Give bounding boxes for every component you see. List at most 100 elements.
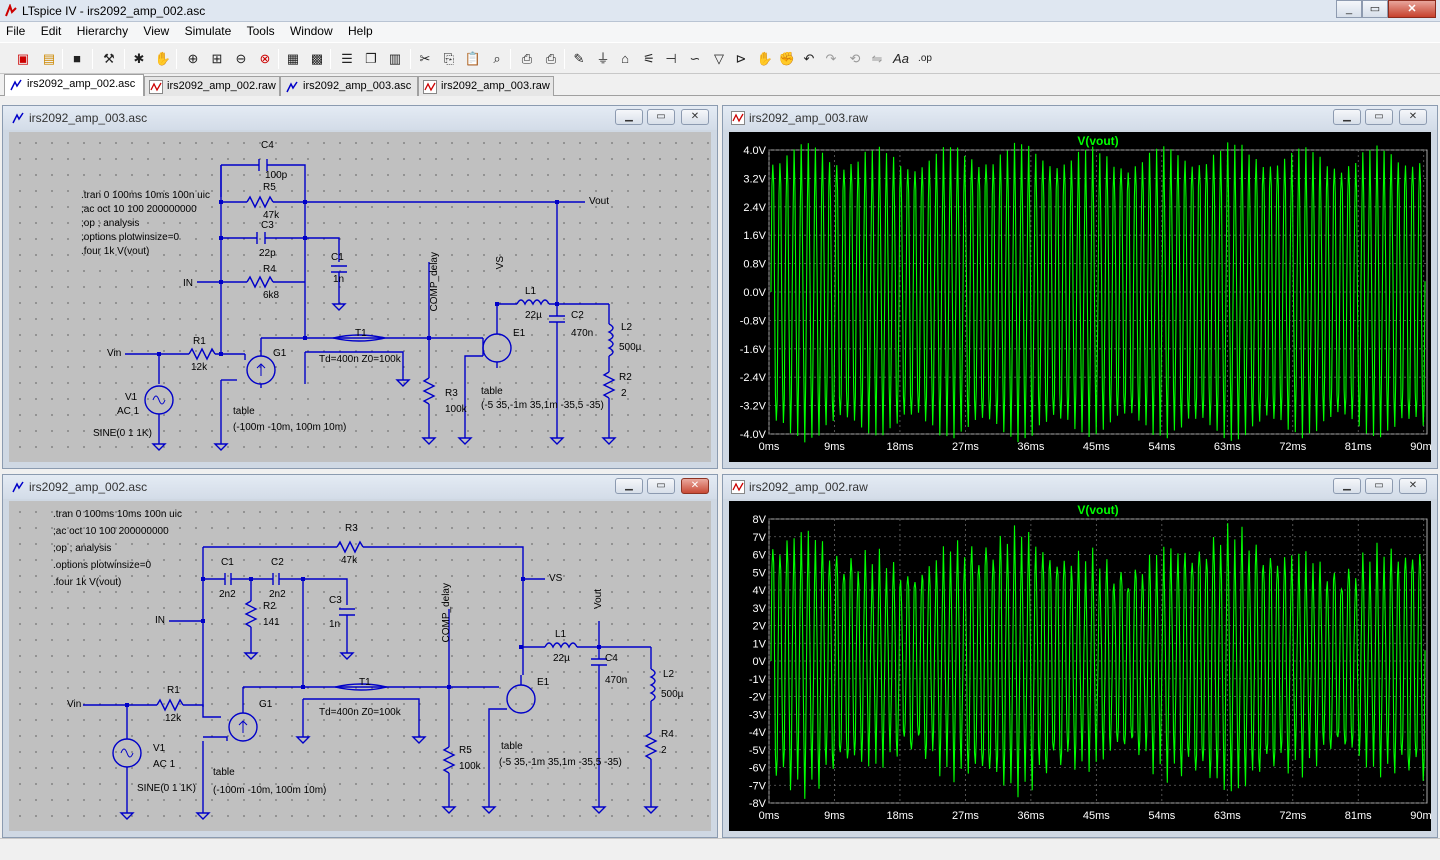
net-in-label[interactable]: IN — [183, 278, 193, 289]
rotate-icon[interactable]: ⟲ — [849, 51, 861, 66]
e1-label[interactable]: E1 — [537, 677, 550, 688]
e1-table-label[interactable]: table — [481, 386, 503, 397]
open-icon[interactable]: ▤ — [42, 51, 56, 66]
control-panel-icon[interactable]: ⚒ — [103, 51, 115, 66]
r4-label[interactable]: R4 — [661, 729, 674, 740]
l1-value[interactable]: 22µ — [553, 653, 570, 664]
close-button[interactable]: ✕ — [1399, 478, 1427, 494]
r4-label[interactable]: R4 — [263, 264, 276, 275]
tile-vertical-icon[interactable]: ▥ — [388, 51, 402, 66]
spice-directive-ac[interactable]: ;ac oct 10 100 200000000 — [53, 526, 169, 537]
wire-icon[interactable]: ✎ — [573, 51, 585, 66]
resistor-icon[interactable]: ⚟ — [643, 51, 655, 66]
spice-directive-icon[interactable]: .op — [918, 53, 932, 64]
menu-simulate[interactable]: Simulate — [184, 24, 232, 38]
e1-table-values[interactable]: (-5 35,-1m 35,1m -35,5 -35) — [499, 757, 622, 768]
g1-table-label[interactable]: table — [233, 406, 255, 417]
c2-value[interactable]: 470n — [571, 328, 594, 339]
label-net-icon[interactable]: ⌂ — [621, 51, 629, 66]
move-icon[interactable]: ✋ — [756, 51, 774, 66]
zoom-fit-icon[interactable]: ⊞ — [211, 51, 223, 66]
spice-directive-options[interactable]: .options plotwinsize=0 — [53, 560, 152, 571]
r4-value[interactable]: 2 — [661, 745, 667, 756]
g1-table-values[interactable]: (-100m -10m, 100m 10m) — [233, 422, 347, 433]
e1-table-values[interactable]: (-5 35,-1m 35,1m -35,5 -35) — [481, 400, 604, 411]
r5-label[interactable]: R5 — [263, 182, 276, 193]
ground-icon[interactable]: ⏚ — [596, 51, 610, 66]
c1-value[interactable]: 1n — [333, 274, 345, 285]
minimize-button[interactable]: ▁ — [1333, 478, 1361, 494]
l1-label[interactable]: L1 — [525, 286, 537, 297]
l1-label[interactable]: L1 — [555, 629, 567, 640]
c1-label[interactable]: C1 — [221, 557, 234, 568]
v1-ac-label[interactable]: AC 1 — [153, 759, 176, 770]
cascade-icon[interactable]: ❐ — [365, 51, 377, 66]
component-icon[interactable]: ⊳ — [735, 51, 747, 66]
menu-edit[interactable]: Edit — [40, 24, 62, 38]
spice-directive-op[interactable]: ;op ; analysis — [81, 218, 140, 229]
zoom-in-icon[interactable]: ⊕ — [187, 51, 199, 66]
spice-directive-four[interactable]: .four 1k V(vout) — [81, 246, 150, 257]
net-vin-label[interactable]: Vin — [67, 699, 82, 710]
zoom-cancel-icon[interactable]: ⊗ — [259, 51, 271, 66]
menu-hierarchy[interactable]: Hierarchy — [76, 24, 129, 38]
r5-value[interactable]: 100k — [459, 761, 481, 772]
close-button[interactable]: ✕ — [1399, 109, 1427, 125]
r3-label[interactable]: R3 — [345, 523, 358, 534]
r2-value[interactable]: 2 — [621, 388, 627, 399]
r5-label[interactable]: R5 — [459, 745, 472, 756]
c2-label[interactable]: C2 — [571, 310, 584, 321]
spice-directive-ac[interactable]: ;ac oct 10 100 200000000 — [81, 204, 197, 215]
l2-label[interactable]: L2 — [621, 322, 633, 333]
r1-label[interactable]: R1 — [193, 336, 206, 347]
restore-button[interactable]: ▭ — [1365, 109, 1393, 125]
net-vout-label[interactable]: Vout — [593, 589, 604, 610]
tab-irs2092-amp-002-raw[interactable]: irs2092_amp_002.raw — [144, 76, 280, 96]
redo-icon[interactable]: ↷ — [825, 51, 837, 66]
schematic-canvas[interactable]: .tran 0 100ms 10ms 100n uic ;ac oct 10 1… — [9, 132, 711, 462]
cut-icon[interactable]: ✂ — [419, 51, 431, 66]
net-comp-delay-label[interactable]: COMP_delay — [429, 252, 440, 312]
net-in-label[interactable]: IN — [155, 615, 165, 626]
r3-label[interactable]: R3 — [445, 388, 458, 399]
tab-irs2092-amp-002-asc[interactable]: irs2092_amp_002.asc — [4, 74, 144, 96]
net-vin-label[interactable]: Vin — [107, 348, 122, 359]
restore-button[interactable]: ▭ — [1362, 0, 1388, 18]
text-icon[interactable]: Aa — [893, 51, 909, 66]
l2-label[interactable]: L2 — [663, 669, 675, 680]
zoom-out-icon[interactable]: ⊖ — [235, 51, 247, 66]
spice-directive-tran[interactable]: .tran 0 100ms 10ms 100n uic — [53, 509, 182, 520]
t1-params[interactable]: Td=400n Z0=100k — [319, 707, 401, 718]
minimize-button[interactable]: _ — [1336, 0, 1362, 18]
net-vs-label[interactable]: VS — [549, 573, 563, 584]
undo-icon[interactable]: ↶ — [803, 51, 815, 66]
e1-table-label[interactable]: table — [501, 741, 523, 752]
mirror-icon[interactable]: ⇋ — [871, 51, 883, 66]
t1-params[interactable]: Td=400n Z0=100k — [319, 354, 401, 365]
drag-icon[interactable]: ✊ — [778, 51, 796, 66]
paste-icon[interactable]: 📋 — [464, 51, 482, 66]
c2-label[interactable]: C2 — [271, 557, 284, 568]
schematic-canvas[interactable]: .tran 0 100ms 10ms 100n uic ;ac oct 10 1… — [9, 501, 711, 831]
menu-file[interactable]: File — [6, 24, 26, 38]
restore-button[interactable]: ▭ — [647, 109, 675, 125]
r3-value[interactable]: 47k — [341, 555, 358, 566]
r1-label[interactable]: R1 — [167, 685, 180, 696]
c1-label[interactable]: C1 — [331, 252, 344, 263]
v1-sine-label[interactable]: SINE(0 1 1K) — [137, 783, 196, 794]
spice-directive-op[interactable]: ;op ; analysis — [53, 543, 112, 554]
e1-label[interactable]: E1 — [513, 328, 526, 339]
c3-value[interactable]: 1n — [329, 619, 341, 630]
net-comp-delay-label[interactable]: COMP_delay — [441, 583, 452, 643]
r2-label[interactable]: R2 — [263, 601, 276, 612]
copy-icon[interactable]: ⎘ — [443, 51, 455, 66]
grid-icon[interactable]: ▩ — [310, 51, 324, 66]
diode-icon[interactable]: ▽ — [714, 51, 724, 66]
g1-table-label[interactable]: table — [213, 767, 235, 778]
c3-label[interactable]: C3 — [329, 595, 342, 606]
run-icon[interactable]: ✱ — [133, 51, 145, 66]
save-icon[interactable]: ■ — [73, 51, 81, 66]
r1-value[interactable]: 12k — [165, 713, 182, 724]
spice-directive-tran[interactable]: .tran 0 100ms 10ms 100n uic — [81, 190, 210, 201]
find-icon[interactable]: ⌕ — [493, 51, 501, 66]
